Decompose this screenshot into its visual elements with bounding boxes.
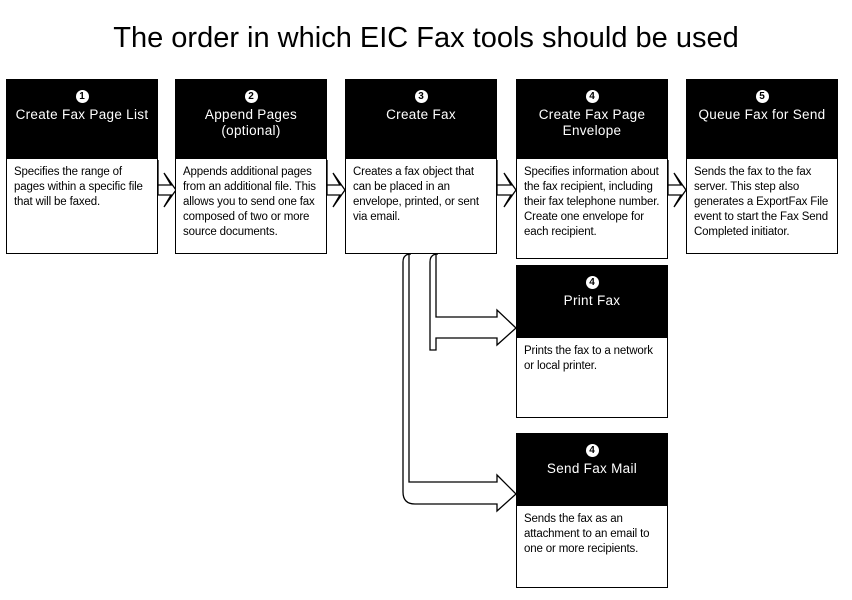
edge-3-to-print-fax bbox=[429, 253, 517, 351]
node-header: 4 Send Fax Mail bbox=[517, 434, 667, 506]
edge-1-to-2 bbox=[157, 160, 177, 208]
edge-4-to-5 bbox=[667, 160, 687, 208]
node-create-fax-page-envelope[interactable]: 4 Create Fax Page Envelope Specifies inf… bbox=[516, 79, 668, 259]
node-send-fax-mail[interactable]: 4 Send Fax Mail Sends the fax as an atta… bbox=[516, 433, 668, 588]
node-create-fax[interactable]: 3 Create Fax Creates a fax object that c… bbox=[345, 79, 497, 254]
node-header: 5 Queue Fax for Send bbox=[687, 80, 837, 159]
node-title: Queue Fax for Send bbox=[698, 107, 826, 122]
node-append-pages[interactable]: 2 Append Pages (optional) Appends additi… bbox=[175, 79, 327, 254]
node-title: Create Fax Page Envelope bbox=[538, 107, 646, 138]
edge-3-to-4 bbox=[496, 160, 517, 208]
step-badge: 2 bbox=[244, 90, 258, 103]
node-header: 4 Create Fax Page Envelope bbox=[517, 80, 667, 159]
node-body: Prints the fax to a network or local pri… bbox=[524, 345, 653, 372]
edge-3-to-send-fax-mail bbox=[402, 253, 517, 513]
edge-2-to-3 bbox=[326, 160, 346, 208]
node-header: 2 Append Pages (optional) bbox=[176, 80, 326, 159]
node-queue-fax-for-send[interactable]: 5 Queue Fax for Send Sends the fax to th… bbox=[686, 79, 838, 254]
step-badge: 3 bbox=[414, 90, 428, 103]
node-print-fax[interactable]: 4 Print Fax Prints the fax to a network … bbox=[516, 265, 668, 418]
step-badge: 4 bbox=[585, 90, 599, 103]
step-badge: 1 bbox=[75, 90, 89, 103]
node-title: Append Pages (optional) bbox=[204, 107, 298, 138]
node-body: Sends the fax as an attachment to an ema… bbox=[524, 513, 650, 555]
node-header: 1 Create Fax Page List bbox=[7, 80, 157, 159]
step-badge: 5 bbox=[755, 90, 769, 103]
node-title: Create Fax Page List bbox=[15, 107, 149, 122]
node-body: Specifies the range of pages within a sp… bbox=[14, 166, 143, 208]
node-body: Creates a fax object that can be placed … bbox=[353, 166, 479, 223]
step-badge: 4 bbox=[585, 444, 599, 457]
node-body: Appends additional pages from an additio… bbox=[183, 166, 316, 238]
node-title: Create Fax bbox=[386, 107, 456, 122]
page-title: The order in which EIC Fax tools should … bbox=[113, 22, 739, 54]
node-header: 3 Create Fax bbox=[346, 80, 496, 159]
node-title: Print Fax bbox=[563, 293, 621, 308]
node-title: Send Fax Mail bbox=[546, 461, 638, 476]
step-badge: 4 bbox=[585, 276, 599, 289]
node-body: Sends the fax to the fax server. This st… bbox=[694, 166, 829, 238]
node-header: 4 Print Fax bbox=[517, 266, 667, 338]
node-body: Specifies information about the fax reci… bbox=[524, 166, 660, 238]
node-create-fax-page-list[interactable]: 1 Create Fax Page List Specifies the ran… bbox=[6, 79, 158, 254]
